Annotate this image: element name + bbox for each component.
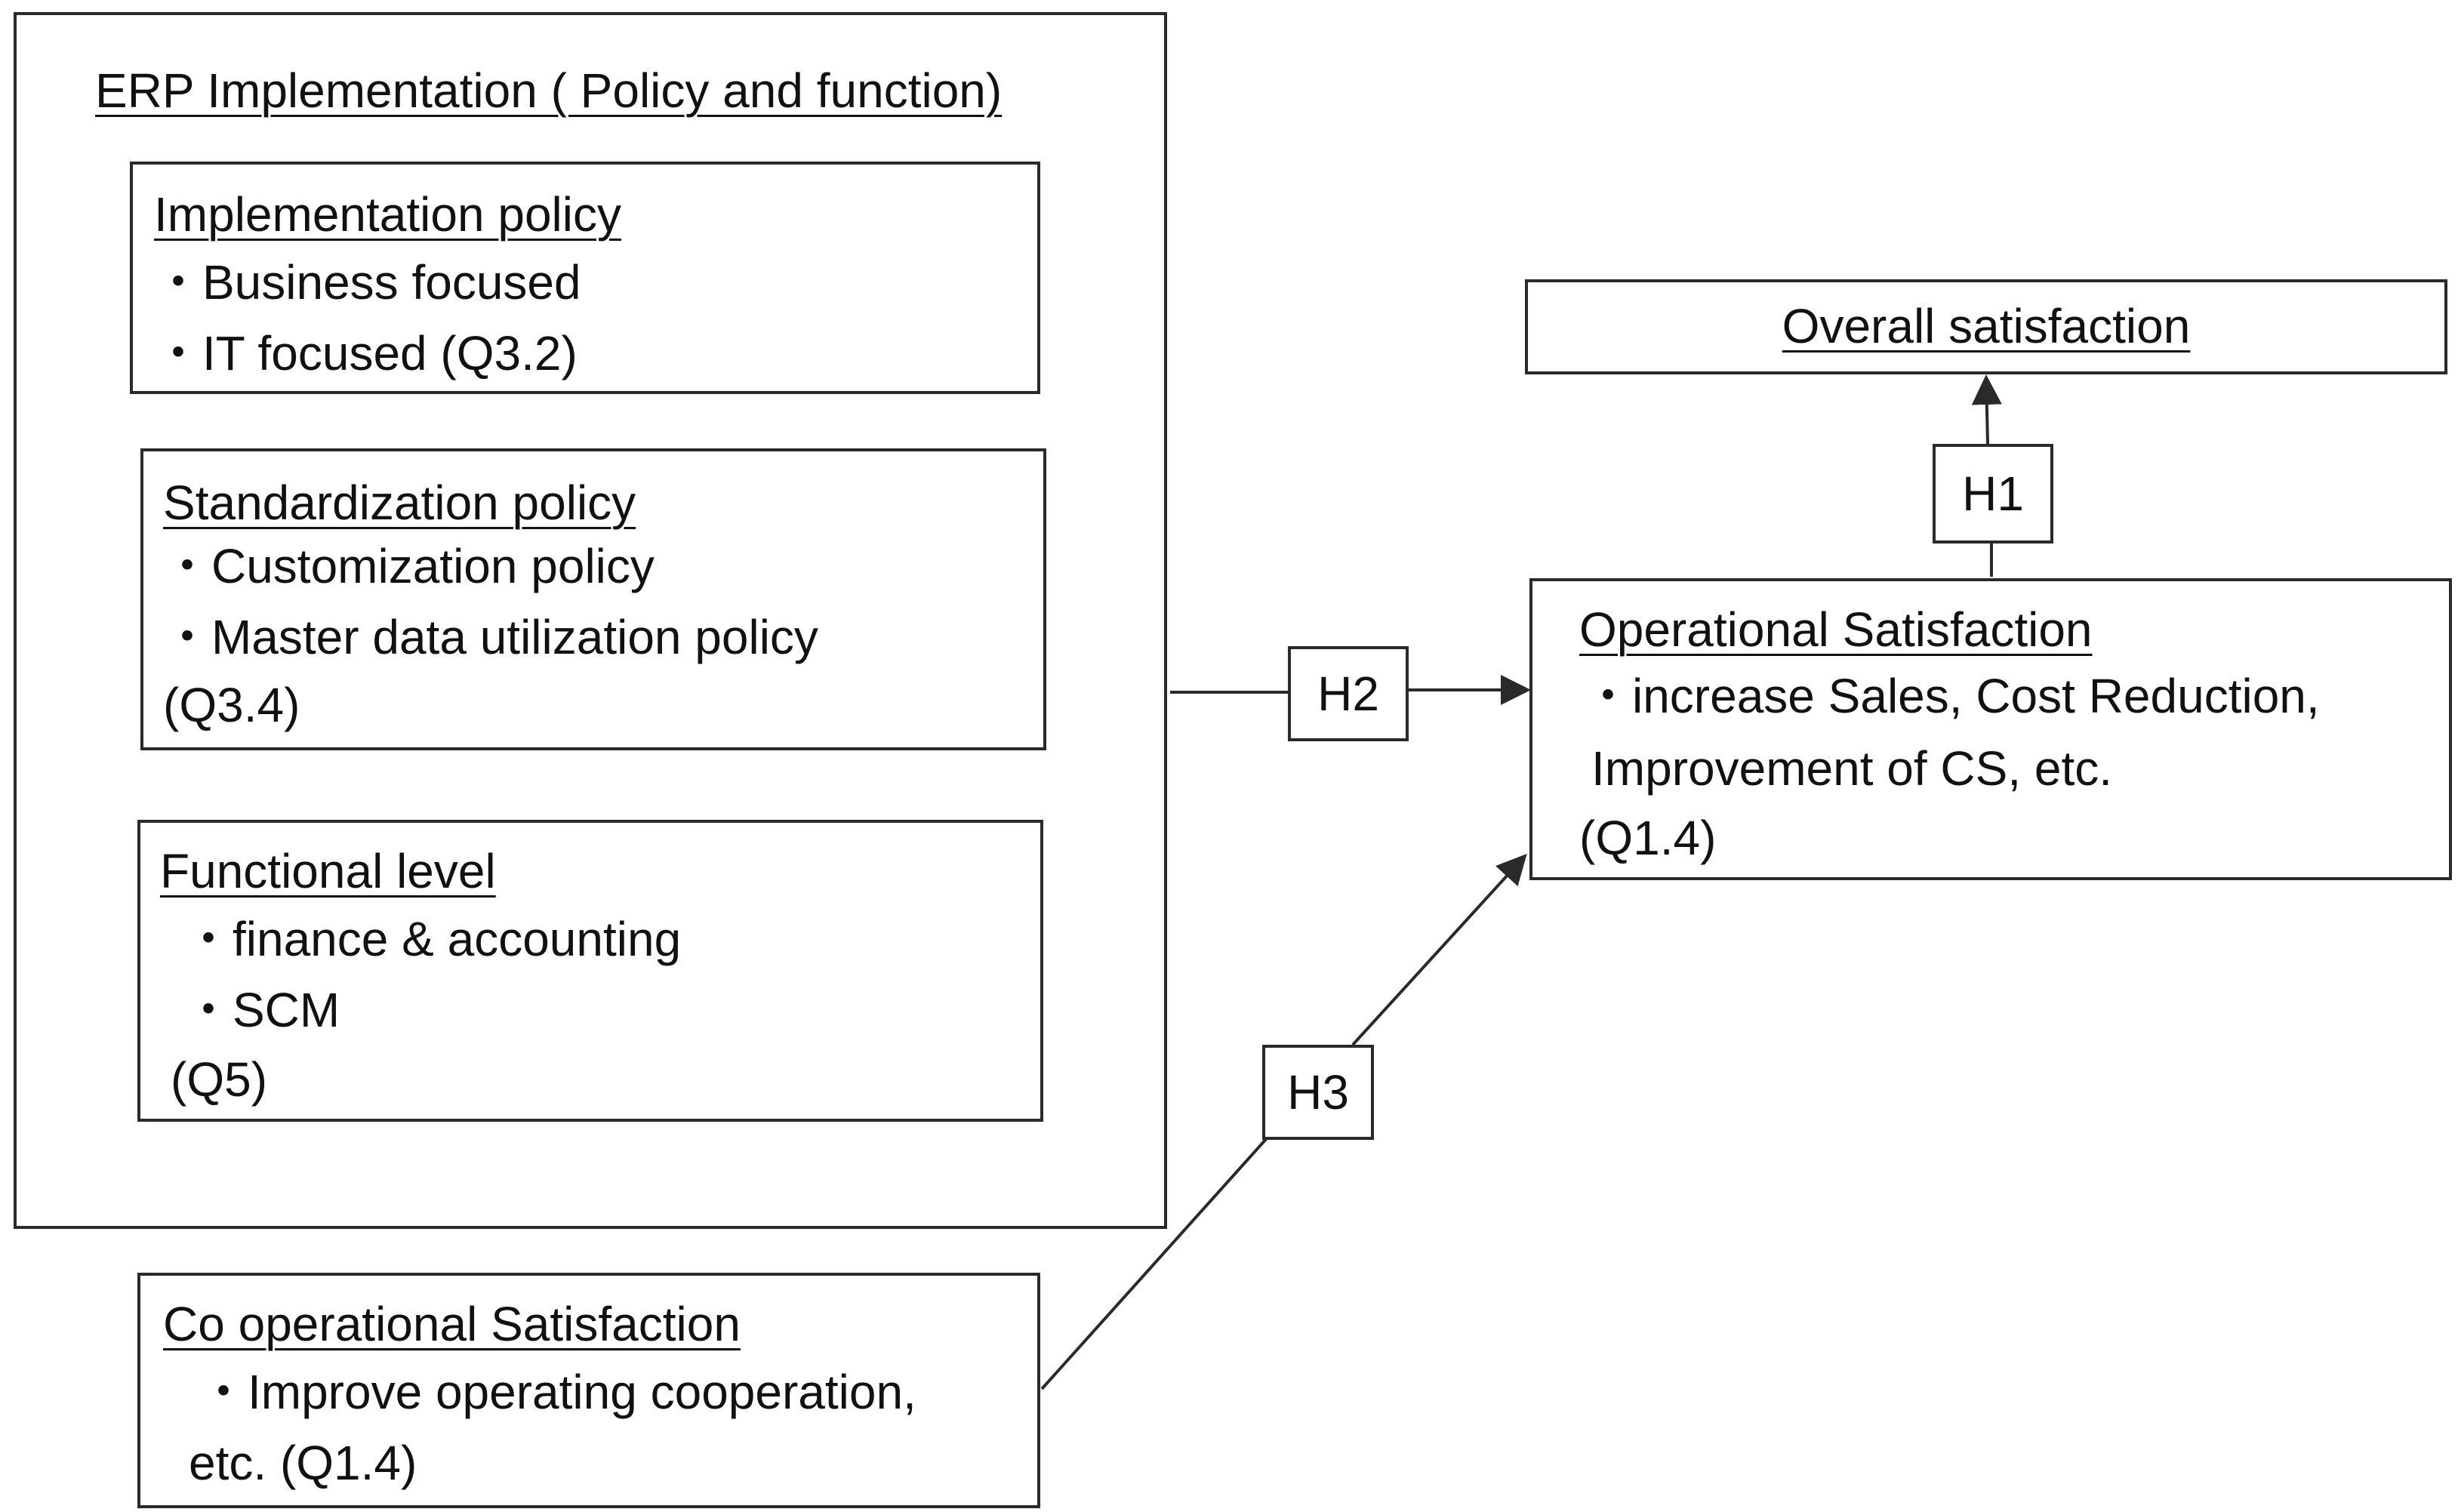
overall-satisfaction-box <box>1525 279 2447 374</box>
implementation-policy-box <box>130 162 1040 394</box>
co-operational-satisfaction-line: ・Improve operating cooperation, <box>199 1365 916 1419</box>
standardization-policy-heading: Standardization policy <box>163 476 636 530</box>
h3-connector-lower <box>1040 1137 1268 1390</box>
co-operational-satisfaction-line: etc. (Q1.4) <box>189 1436 417 1490</box>
functional-level-ref: (Q5) <box>171 1052 267 1107</box>
erp-implementation-title: ERP Implementation ( Policy and function… <box>95 63 1003 118</box>
standardization-policy-item: ・Customization policy <box>163 539 655 593</box>
operational-satisfaction-line: ・increase Sales, Cost Reduction, <box>1584 669 2320 723</box>
implementation-policy-item: ・Business focused <box>154 255 581 309</box>
hypothesis-h3-label: H3 <box>1262 1045 1374 1140</box>
functional-level-item: ・finance & accounting <box>184 912 682 966</box>
functional-level-item: ・SCM <box>184 983 340 1037</box>
h3-arrow <box>1351 854 1527 1046</box>
implementation-policy-item: ・IT focused (Q3.2) <box>154 326 578 380</box>
operational-satisfaction-ref: (Q1.4) <box>1579 811 1717 865</box>
hypothesis-h1-label: H1 <box>1933 444 2053 544</box>
operational-satisfaction-line: Improvement of CS, etc. <box>1591 741 2113 796</box>
co-operational-satisfaction-box <box>137 1273 1040 1508</box>
implementation-policy-heading: Implementation policy <box>154 187 621 242</box>
functional-level-heading: Functional level <box>160 844 496 898</box>
h1-arrow <box>1971 374 2002 445</box>
hypothesis-h2-label: H2 <box>1288 646 1409 741</box>
overall-satisfaction-heading: Overall satisfaction <box>1782 299 2191 353</box>
operational-satisfaction-heading: Operational Satisfaction <box>1579 602 2093 657</box>
standardization-policy-box <box>140 448 1046 750</box>
standardization-policy-ref: (Q3.4) <box>163 678 300 732</box>
standardization-policy-item: ・Master data utilization policy <box>163 610 818 664</box>
operational-satisfaction-box <box>1529 578 2452 880</box>
co-operational-satisfaction-heading: Co operational Satisfaction <box>163 1297 741 1351</box>
functional-level-box <box>137 820 1043 1122</box>
